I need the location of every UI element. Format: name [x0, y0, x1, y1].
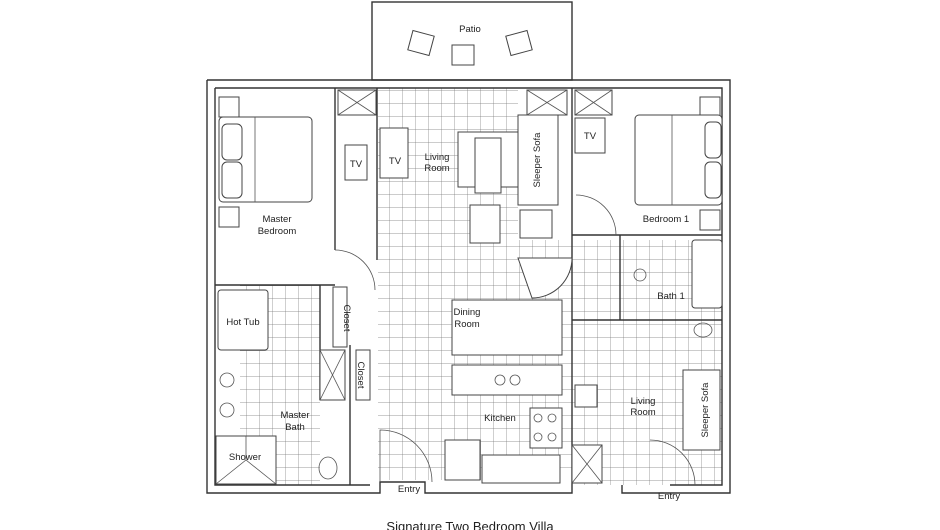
bedroom1-bed	[634, 96, 723, 231]
bedroom1-tv-stand	[574, 117, 606, 154]
label-dining-room: Dining	[454, 307, 481, 318]
label-living-room-2: Room	[630, 407, 655, 418]
sleeper-sofa	[517, 114, 559, 206]
label-master-bedroom-2: Bedroom	[258, 226, 297, 237]
master-door-swing	[334, 249, 376, 291]
plan-title: Signature Two Bedroom Villa	[386, 519, 554, 530]
label-master-bedroom: Master	[262, 214, 291, 225]
label-closet: Closet	[355, 362, 366, 389]
patio-chair	[505, 29, 533, 57]
label-sleeper-sofa: Sleeper Sofa	[700, 382, 711, 438]
coffee-table	[474, 137, 502, 194]
dining-table	[451, 299, 563, 356]
closet-rod	[355, 349, 371, 401]
closet-rod	[332, 286, 348, 348]
label-master-bath-2: Bath	[285, 422, 305, 433]
label-shower: Shower	[229, 452, 261, 463]
bedroom1-door-swing	[575, 194, 617, 236]
sink	[219, 402, 235, 418]
entry-door-swing	[379, 429, 433, 483]
sink	[219, 372, 235, 388]
toilet	[318, 456, 338, 480]
dining-door-swing	[517, 257, 573, 299]
label-tv: TV	[584, 131, 597, 142]
kitchen-counter	[451, 364, 563, 396]
hot-tub	[217, 289, 269, 351]
label-bath-1: Bath 1	[657, 291, 684, 302]
lockoff-sink	[574, 384, 598, 408]
living-tv-stand	[379, 127, 409, 179]
walls	[206, 79, 731, 494]
patio-chair	[451, 44, 475, 66]
label-sleeper-sofa: Sleeper Sofa	[532, 132, 543, 188]
armchair	[469, 204, 501, 244]
label-tv: TV	[350, 159, 363, 170]
label-patio: Patio	[459, 24, 481, 35]
label-master-bath: Master	[280, 410, 309, 421]
refrigerator	[444, 439, 481, 481]
sink	[633, 268, 647, 282]
stove	[529, 407, 563, 449]
patio-chair	[407, 29, 435, 57]
counter	[481, 454, 561, 484]
label-entry: Entry	[398, 484, 420, 495]
label-dining-room-2: Room	[454, 319, 479, 330]
label-entry: Entry	[658, 491, 680, 502]
label-living-room: Living	[425, 152, 450, 163]
patio	[371, 1, 573, 81]
label-bedroom-1: Bedroom 1	[643, 214, 689, 225]
master-tv-stand	[344, 144, 368, 181]
toilet	[693, 322, 713, 338]
label-living-room: Living	[631, 396, 656, 407]
master-bed	[218, 96, 313, 228]
label-living-room-2: Room	[424, 163, 449, 174]
end-table	[519, 209, 553, 239]
label-hot-tub: Hot Tub	[226, 317, 259, 328]
label-closet: Closet	[341, 305, 352, 332]
label-tv: TV	[389, 156, 402, 167]
label-kitchen: Kitchen	[484, 413, 516, 424]
lockoff-entry-door-swing	[649, 439, 696, 486]
bathtub	[691, 239, 723, 309]
lockoff-sleeper-sofa	[682, 369, 721, 451]
